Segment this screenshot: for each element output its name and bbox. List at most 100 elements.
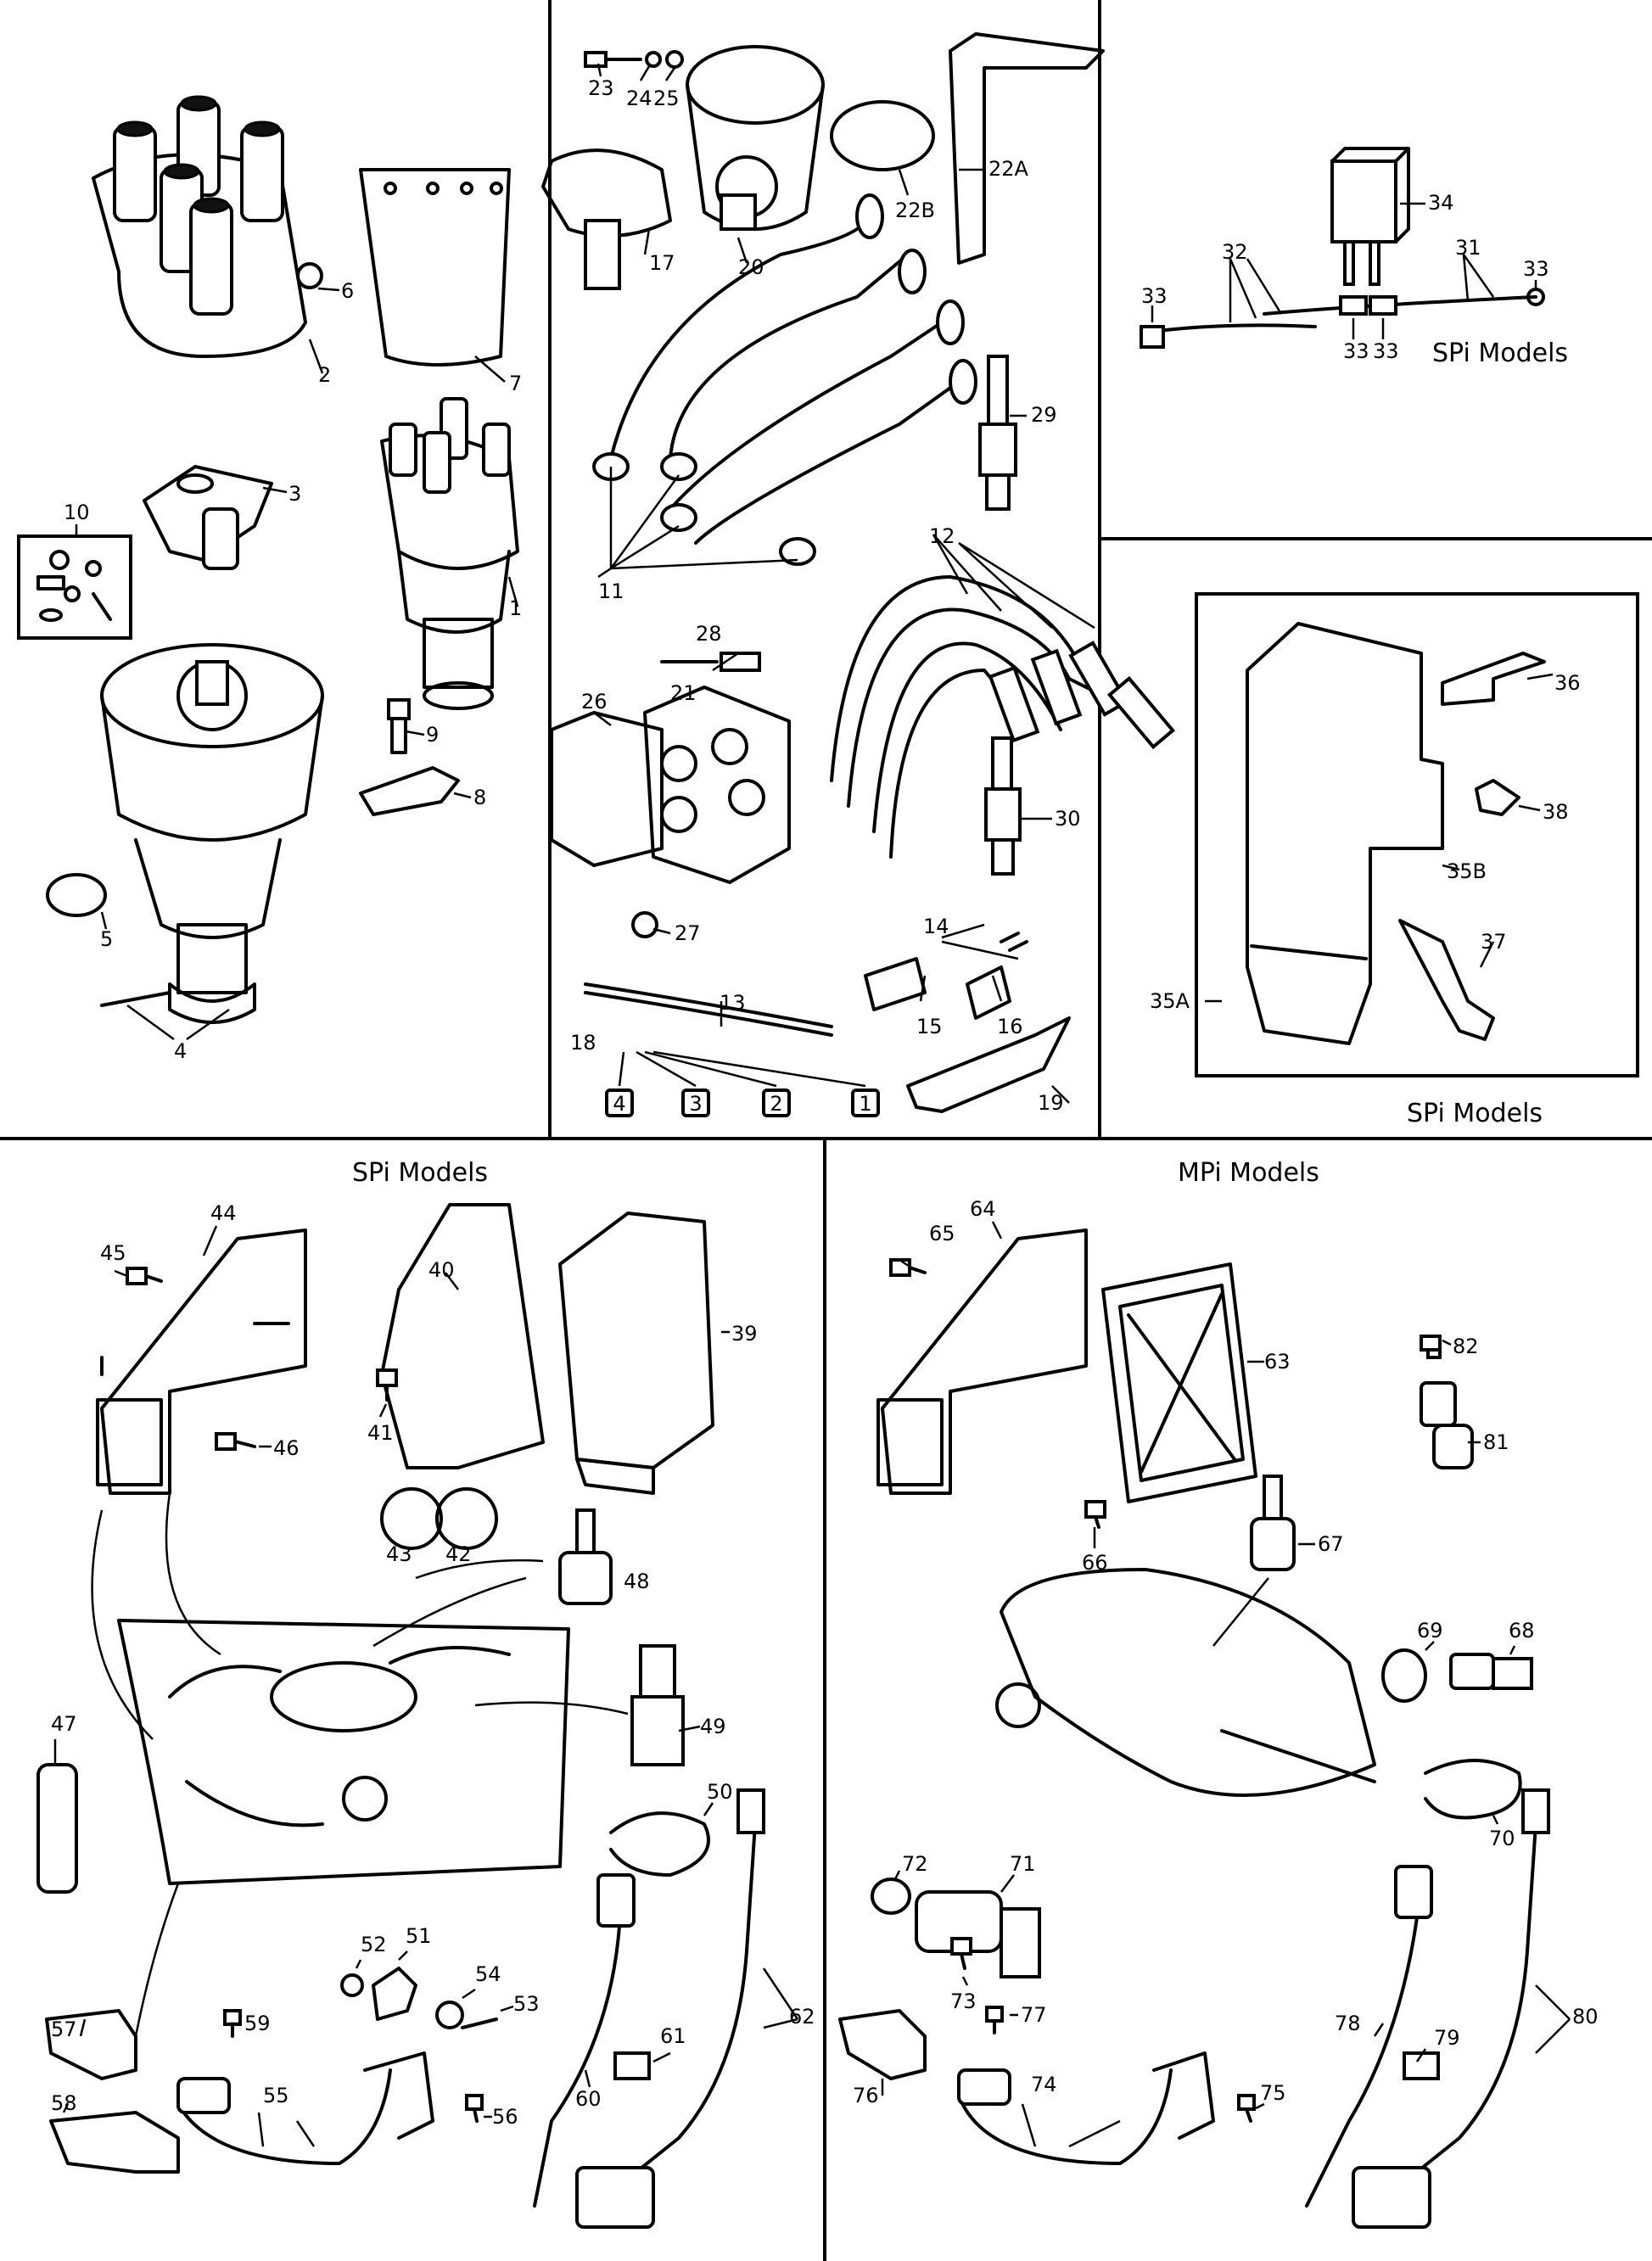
- ecu-bracket-40: [380, 1203, 545, 1469]
- part-label-59: 59: [244, 2012, 271, 2035]
- distributor-body-large: [100, 643, 324, 1024]
- part-number-labels: 6 2 3 7 1 10 9 8 5 4 23 24 25 22A 22B 17…: [51, 76, 1599, 2129]
- part-label-65: 65: [929, 1222, 955, 1245]
- part-label-35B: 35B: [1447, 859, 1487, 883]
- drive-pin: [100, 991, 171, 1007]
- ignition-coil: [686, 45, 825, 231]
- lambda-sensor-74: [957, 2051, 1215, 2165]
- part-label-68: 68: [1509, 1619, 1535, 1643]
- part-label-78: 78: [1335, 2012, 1361, 2035]
- part-label-79: 79: [1434, 2026, 1460, 2050]
- plug-marker-text: 2: [770, 1092, 782, 1116]
- part-label-35A: 35A: [1150, 989, 1190, 1013]
- part-label-21: 21: [670, 681, 697, 705]
- part-label-81: 81: [1483, 1430, 1509, 1454]
- part-label-30: 30: [1055, 807, 1081, 831]
- part-label-31: 31: [1455, 236, 1481, 260]
- part-label-27: 27: [675, 921, 701, 945]
- spi-models-title: SPi Models: [352, 1158, 488, 1188]
- part-label-67: 67: [1318, 1532, 1344, 1556]
- part-label-77: 77: [1021, 2003, 1047, 2027]
- lambda-sensor-60-62: [533, 1788, 765, 2229]
- sensor-67: [1250, 1475, 1296, 1571]
- part-label-69: 69: [1417, 1619, 1443, 1643]
- part-label-14: 14: [923, 915, 949, 938]
- part-label-52: 52: [361, 1933, 387, 1956]
- bolt-clip-43: [380, 1487, 443, 1550]
- part-label-50: 50: [707, 1780, 733, 1804]
- part-label-4: 4: [174, 1039, 187, 1063]
- part-label-2: 2: [318, 363, 331, 387]
- small-parts-kit-box: [17, 534, 132, 640]
- leader-lines: [53, 63, 1571, 2148]
- plug-lead-markers: 4 3 2 1: [605, 1016, 1071, 1117]
- spi-models-label-relay: SPi Models: [1432, 339, 1568, 368]
- part-label-24: 24: [626, 87, 652, 110]
- coil-fixings: [584, 50, 684, 69]
- part-label-33: 33: [1343, 339, 1369, 363]
- part-label-11: 11: [598, 579, 624, 603]
- sensor-68-69: [1381, 1648, 1533, 1703]
- lead-sleeve-terminals: [584, 932, 1028, 1037]
- spi-models-label-shield: SPi Models: [1407, 1099, 1543, 1128]
- part-label-23: 23: [588, 76, 614, 100]
- spark-plug-30: [984, 736, 1022, 876]
- part-label-64: 64: [970, 1197, 996, 1221]
- part-label-20: 20: [738, 255, 764, 279]
- part-label-8: 8: [473, 786, 486, 809]
- part-label-9: 9: [426, 723, 439, 747]
- part-label-63: 63: [1264, 1350, 1291, 1374]
- part-label-62: 62: [789, 2005, 815, 2029]
- engine-bay-spi: [117, 1619, 570, 1885]
- hose-47: [36, 1763, 78, 1894]
- sensor-51-54: [340, 1967, 498, 2029]
- part-label-48: 48: [624, 1570, 650, 1593]
- ecu-bracket-44: [96, 1228, 307, 1495]
- part-label-22A: 22A: [988, 157, 1029, 181]
- part-label-44: 44: [210, 1201, 237, 1225]
- part-label-19: 19: [1038, 1091, 1064, 1115]
- part-label-18: 18: [570, 1031, 596, 1055]
- vacuum-bolt-clamp: [359, 698, 460, 816]
- part-label-75: 75: [1260, 2081, 1286, 2105]
- part-label-17: 17: [649, 251, 675, 275]
- part-label-58: 58: [51, 2091, 77, 2115]
- part-label-47: 47: [51, 1712, 77, 1736]
- spark-plug-29: [978, 355, 1017, 511]
- part-label-38: 38: [1543, 800, 1569, 824]
- part-label-73: 73: [950, 1990, 977, 2013]
- bracket-76: [838, 2009, 927, 2080]
- mpi-models-title: MPi Models: [1178, 1158, 1319, 1188]
- cable-clip-50: [609, 1811, 710, 1877]
- part-label-70: 70: [1489, 1827, 1515, 1850]
- part-label-3: 3: [288, 482, 301, 506]
- part-label-10: 10: [64, 501, 90, 524]
- sensor-49: [630, 1644, 685, 1766]
- part-label-72: 72: [902, 1852, 928, 1876]
- part-label-15: 15: [916, 1015, 943, 1038]
- o-ring: [46, 873, 107, 917]
- sensor-48: [558, 1508, 613, 1605]
- cable-clip-70: [1424, 1759, 1522, 1820]
- part-label-29: 29: [1031, 403, 1057, 427]
- part-label-39: 39: [731, 1322, 758, 1346]
- part-label-36: 36: [1554, 671, 1581, 695]
- ht-leads-set-1: [592, 193, 977, 566]
- coil-bracket: [830, 32, 1105, 265]
- brackets-57-58: [45, 2009, 180, 2174]
- part-label-12: 12: [929, 524, 955, 548]
- part-label-25: 25: [653, 87, 680, 110]
- part-label-41: 41: [367, 1421, 394, 1445]
- part-label-74: 74: [1031, 2073, 1057, 2096]
- part-label-5: 5: [100, 927, 113, 951]
- plug-marker-text: 3: [689, 1092, 702, 1116]
- part-label-26: 26: [581, 690, 608, 714]
- part-label-71: 71: [1010, 1852, 1036, 1876]
- part-label-28: 28: [696, 622, 722, 646]
- rotor-arm: [143, 465, 273, 570]
- part-label-53: 53: [513, 1992, 540, 2016]
- part-label-82: 82: [1453, 1335, 1479, 1358]
- small-parts-kit: [36, 550, 112, 622]
- distributor-cap: [92, 95, 323, 358]
- part-label-57: 57: [51, 2018, 77, 2041]
